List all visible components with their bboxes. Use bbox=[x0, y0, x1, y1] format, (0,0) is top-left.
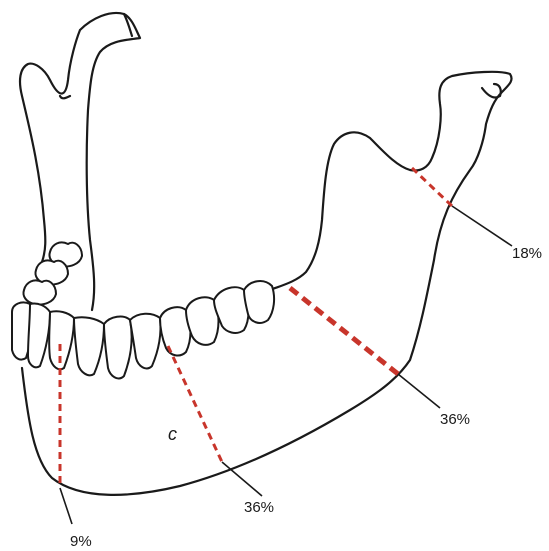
mental-foramen-mark: c bbox=[168, 424, 177, 444]
fracture-percent-labels: 18% 36% 36% 9% bbox=[70, 245, 542, 550]
leader-line-angle bbox=[398, 374, 440, 408]
label-condyle-percent: 18% bbox=[512, 245, 542, 262]
mandible-outline bbox=[20, 13, 512, 495]
tooth-premolar-1 bbox=[104, 317, 132, 379]
tooth-incisor-3 bbox=[49, 311, 74, 369]
tooth-molar-4 bbox=[244, 281, 274, 323]
label-angle-percent: 36% bbox=[440, 411, 470, 428]
fracture-line-angle bbox=[290, 288, 398, 374]
tooth-incisor-2 bbox=[28, 303, 50, 367]
tooth-premolar-2 bbox=[130, 314, 161, 369]
tooth-molar-upper-3 bbox=[23, 280, 56, 304]
teeth-row bbox=[12, 242, 274, 378]
fracture-line-condyle bbox=[412, 168, 452, 206]
label-symphysis-percent: 9% bbox=[70, 533, 92, 550]
leader-line-symphysis bbox=[60, 488, 72, 524]
leader-line-body bbox=[222, 462, 262, 496]
label-body-percent: 36% bbox=[244, 499, 274, 516]
fracture-line-body bbox=[168, 346, 222, 462]
leader-line-condyle bbox=[452, 206, 512, 246]
tooth-canine bbox=[74, 317, 104, 375]
